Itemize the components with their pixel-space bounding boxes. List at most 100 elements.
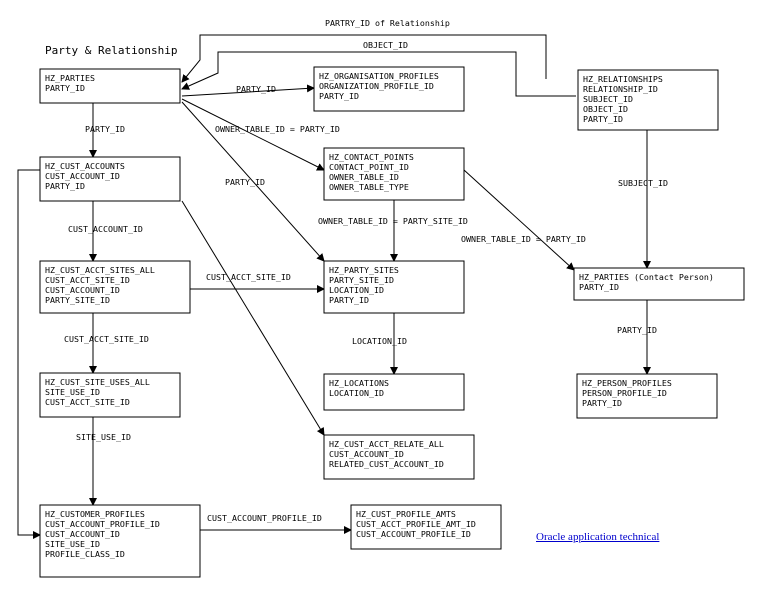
entity-box: [39, 372, 181, 418]
entity-column: PARTY_ID: [329, 295, 369, 305]
entity-hz-relationships: HZ_RELATIONSHIPSRELATIONSHIP_IDSUBJECT_I…: [577, 69, 719, 131]
entity-column: PARTY_ID: [579, 282, 619, 292]
entity-column: SITE_USE_ID: [45, 387, 100, 397]
entity-hz-cust-site-uses-all: HZ_CUST_SITE_USES_ALLSITE_USE_IDCUST_ACC…: [39, 372, 181, 418]
entity-name: HZ_RELATIONSHIPS: [583, 74, 663, 84]
entity-column: PARTY_ID: [583, 114, 623, 124]
oracle-app-technical-link[interactable]: Oracle application technical: [536, 531, 660, 543]
entity-column: PARTY_ID: [45, 83, 85, 93]
entity-column: CONTACT_POINT_ID: [329, 162, 409, 172]
entity-column: RELATIONSHIP_ID: [583, 84, 658, 94]
entity-column: RELATED_CUST_ACCOUNT_ID: [329, 459, 444, 469]
edge-label-e16: CUST_ACCOUNT_PROFILE_ID: [207, 513, 322, 523]
edge-label-e9: OWNER_TABLE_ID = PARTY_SITE_ID: [318, 216, 468, 226]
entity-column: SITE_USE_ID: [45, 539, 100, 549]
edge-e18: [17, 169, 41, 539]
edge-label-e13: LOCATION_ID: [352, 336, 407, 346]
entity-name: HZ_PARTIES: [45, 73, 95, 83]
entity-column: CUST_ACCT_PROFILE_AMT_ID: [356, 519, 476, 529]
edge-e10: [463, 169, 575, 271]
edge-e5: [181, 98, 325, 171]
entity-hz-contact-points: HZ_CONTACT_POINTSCONTACT_POINT_IDOWNER_T…: [323, 147, 465, 201]
entity-name: HZ_ORGANISATION_PROFILES: [319, 71, 439, 81]
entity-name: HZ_CUSTOMER_PROFILES: [45, 509, 145, 519]
entity-box: [39, 504, 201, 578]
entity-hz-party-sites: HZ_PARTY_SITESPARTY_SITE_IDLOCATION_IDPA…: [323, 260, 465, 314]
entity-column: SUBJECT_ID: [583, 94, 633, 104]
entity-column: LOCATION_ID: [329, 285, 384, 295]
entity-column: CUST_ACCOUNT_ID: [45, 285, 120, 295]
entity-column: PARTY_ID: [45, 181, 85, 191]
entity-box: [39, 260, 191, 314]
edges: [17, 34, 651, 539]
entity-box: [573, 267, 745, 301]
entity-box: [313, 66, 465, 112]
entity-column: PARTY_SITE_ID: [329, 275, 394, 285]
entity-name: HZ_LOCATIONS: [329, 378, 389, 388]
entity-column: CUST_ACCOUNT_PROFILE_ID: [356, 529, 471, 539]
edge-e2: [181, 51, 576, 97]
entity-column: CUST_ACCT_SITE_ID: [45, 397, 130, 407]
entity-name: HZ_CUST_PROFILE_AMTS: [356, 509, 456, 519]
entity-name: HZ_CUST_ACCT_SITES_ALL: [45, 265, 155, 275]
entity-column: PARTY_SITE_ID: [45, 295, 110, 305]
edge-label-e12: CUST_ACCT_SITE_ID: [64, 334, 149, 344]
entity-column: CUST_ACCOUNT_ID: [45, 529, 120, 539]
edge-label-e4: PARTY_ID: [85, 124, 125, 134]
entity-column: ORGANIZATION_PROFILE_ID: [319, 81, 434, 91]
entity-name: HZ_PERSON_PROFILES: [582, 378, 672, 388]
edge-label-e3: PARTY_ID: [236, 84, 276, 94]
edge-label-e1: PARTRY_ID of Relationship: [325, 18, 450, 28]
entity-column: PERSON_PROFILE_ID: [582, 388, 667, 398]
edge-label-e14: PARTY_ID: [617, 325, 657, 335]
entity-name: HZ_CONTACT_POINTS: [329, 152, 414, 162]
entity-column: CUST_ACCOUNT_PROFILE_ID: [45, 519, 160, 529]
entity-hz-cust-acct-relate-all: HZ_CUST_ACCT_RELATE_ALLCUST_ACCOUNT_IDRE…: [323, 434, 475, 480]
entity-box: [323, 147, 465, 201]
entity-hz-person-profiles: HZ_PERSON_PROFILESPERSON_PROFILE_IDPARTY…: [576, 373, 718, 419]
edge-label-e15: SITE_USE_ID: [76, 432, 131, 442]
entity-box: [350, 504, 502, 550]
edge-label-e10: OWNER_TABLE_ID = PARTY_ID: [461, 234, 586, 244]
entity-box: [39, 156, 181, 202]
entity-name: HZ_CUST_SITE_USES_ALL: [45, 377, 150, 387]
edge-e1: [181, 34, 547, 83]
entity-column: PARTY_ID: [319, 91, 359, 101]
entity-name: HZ_PARTIES (Contact Person): [579, 272, 714, 282]
entity-column: PROFILE_CLASS_ID: [45, 549, 125, 559]
entity-box: [323, 260, 465, 314]
edge-label-e5: OWNER_TABLE_ID = PARTY_ID: [215, 124, 340, 134]
entity-box: [323, 373, 465, 411]
edge-label-e11: CUST_ACCT_SITE_ID: [206, 272, 291, 282]
entity-name: HZ_CUST_ACCOUNTS: [45, 161, 125, 171]
entity-hz-customer-profiles: HZ_CUSTOMER_PROFILESCUST_ACCOUNT_PROFILE…: [39, 504, 201, 578]
entity-column: CUST_ACCOUNT_ID: [329, 449, 404, 459]
entity-name: HZ_PARTY_SITES: [329, 265, 399, 275]
edge-label-e6: PARTY_ID: [225, 177, 265, 187]
edge-e6: [181, 101, 325, 262]
entity-box: [577, 69, 719, 131]
diagram-title: Party & Relationship: [45, 44, 177, 57]
entity-box: [39, 68, 181, 104]
edge-e3: [181, 84, 315, 97]
entity-column: CUST_ACCOUNT_ID: [45, 171, 120, 181]
entities: HZ_PARTIESPARTY_IDHZ_ORGANISATION_PROFIL…: [39, 66, 745, 578]
entity-name: HZ_CUST_ACCT_RELATE_ALL: [329, 439, 444, 449]
entity-hz-parties-contact: HZ_PARTIES (Contact Person)PARTY_ID: [573, 267, 745, 301]
entity-column: PARTY_ID: [582, 398, 622, 408]
entity-column: CUST_ACCT_SITE_ID: [45, 275, 130, 285]
edge-e17: [181, 200, 325, 436]
entity-box: [576, 373, 718, 419]
entity-column: OWNER_TABLE_ID: [329, 172, 399, 182]
entity-box: [323, 434, 475, 480]
entity-column: LOCATION_ID: [329, 388, 384, 398]
edge-label-e8: CUST_ACCOUNT_ID: [68, 224, 143, 234]
entity-hz-org-profiles: HZ_ORGANISATION_PROFILESORGANIZATION_PRO…: [313, 66, 465, 112]
edge-label-e2: OBJECT_ID: [363, 40, 408, 50]
entity-hz-cust-acct-sites-all: HZ_CUST_ACCT_SITES_ALLCUST_ACCT_SITE_IDC…: [39, 260, 191, 314]
